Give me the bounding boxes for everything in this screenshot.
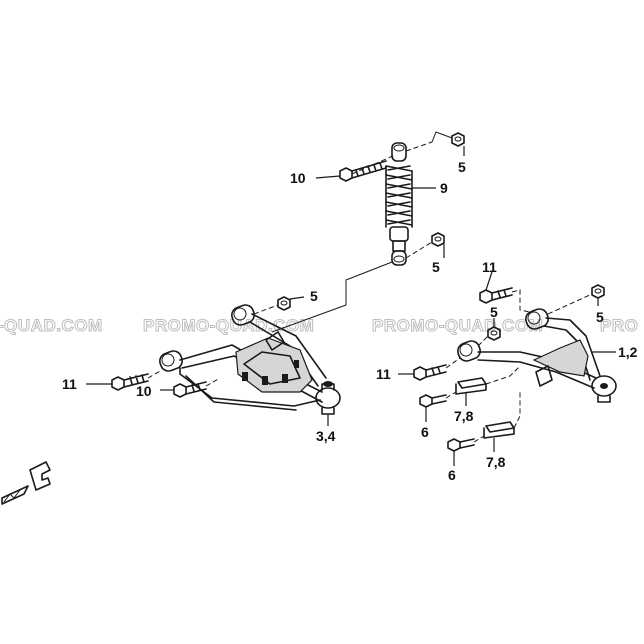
clip-7-8-upper [455, 365, 521, 395]
callout-11: 11 [376, 366, 391, 382]
watermark-text: PROMO-QUAD.COM [143, 316, 314, 335]
callout-6: 6 [421, 424, 429, 440]
nut-5-lower-arm [277, 296, 291, 311]
upper-ball-joint [591, 375, 617, 403]
nut-5-middle [431, 232, 445, 247]
watermark-band: -QUAD.COM PROMO-QUAD.COM PROMO-QUAD.COM … [0, 316, 638, 336]
shock-spring [385, 165, 413, 228]
callout-11: 11 [482, 259, 497, 275]
bolt-10-upper [339, 160, 387, 182]
callout-9: 9 [440, 180, 448, 196]
callout-3-4: 3,4 [316, 428, 336, 444]
callout-5: 5 [432, 259, 440, 275]
front-direction-arrow-icon [1, 461, 51, 505]
callout-5: 5 [458, 159, 466, 175]
lower-ball-joint [315, 381, 341, 415]
bolt-6-lower [447, 435, 485, 452]
callout-1-2: 1,2 [618, 344, 638, 360]
callout-5: 5 [596, 309, 604, 325]
shock-absorber [385, 142, 413, 266]
bolt-11-upper-arm [479, 287, 531, 313]
bolt-11-lower-arm [111, 369, 163, 391]
nut-5-top [451, 132, 465, 147]
nut-5-upper-arm-right [547, 284, 605, 315]
clip-7-8-lower [483, 392, 521, 439]
bolt-11-middle [413, 357, 461, 381]
callout-10: 10 [290, 170, 306, 186]
watermark-text: PRO [600, 316, 638, 335]
bolt-10-lower-arm [173, 377, 221, 398]
callout-7-8: 7,8 [486, 454, 506, 470]
lower-a-arm [159, 304, 341, 415]
callout-11: 11 [62, 376, 77, 392]
upper-a-arm [457, 308, 617, 403]
callout-labels: 5 10 9 5 5 11 10 3,4 11 5 5 1,2 11 7,8 6… [62, 159, 638, 483]
callout-10: 10 [136, 383, 152, 399]
callout-5: 5 [310, 288, 318, 304]
watermark-text: PROMO-QUAD.COM [372, 316, 543, 335]
callout-6: 6 [448, 467, 456, 483]
bolt-6-upper [419, 391, 457, 408]
callout-7-8: 7,8 [454, 408, 474, 424]
callout-5: 5 [490, 304, 498, 320]
watermark-text: -QUAD.COM [0, 316, 103, 335]
